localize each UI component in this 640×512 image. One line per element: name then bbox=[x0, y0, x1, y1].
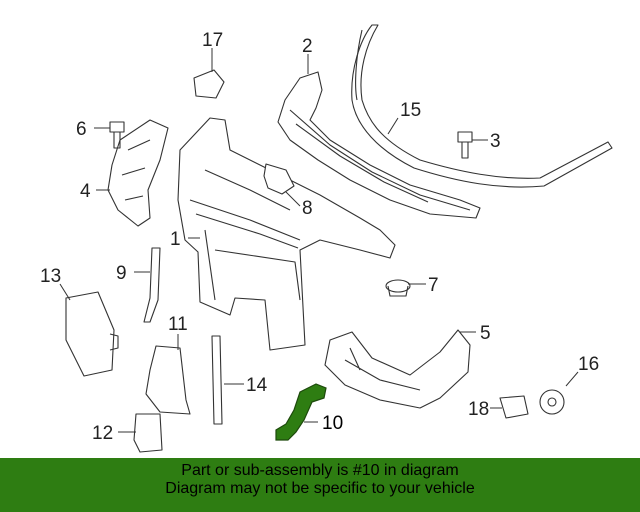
callout-16[interactable]: 16 bbox=[578, 354, 599, 375]
callout-7[interactable]: 7 bbox=[428, 275, 439, 296]
exploded-parts-diagram: 1 2 3 4 5 6 7 8 9 10 11 12 13 14 15 16 1… bbox=[40, 24, 613, 453]
part-1-radiator-support[interactable] bbox=[177, 117, 396, 351]
part-14-vertical-support[interactable] bbox=[211, 335, 223, 425]
banner-line-2: Diagram may not be specific to your vehi… bbox=[165, 480, 475, 497]
part-6-bolt[interactable] bbox=[109, 121, 125, 149]
callout-18[interactable]: 18 bbox=[468, 399, 489, 420]
part-17-mount-bracket[interactable] bbox=[193, 69, 225, 99]
highlight-info-banner: Part or sub-assembly is #10 in diagram D… bbox=[0, 458, 640, 512]
part-11-air-duct[interactable] bbox=[145, 345, 191, 415]
callout-leaders bbox=[59, 48, 579, 433]
callout-3[interactable]: 3 bbox=[490, 131, 501, 152]
callout-14[interactable]: 14 bbox=[246, 375, 268, 396]
part-4-left-bracket[interactable] bbox=[107, 119, 169, 227]
part-8-clip[interactable] bbox=[263, 163, 295, 195]
part-18-clip[interactable] bbox=[499, 395, 529, 419]
callout-8[interactable]: 8 bbox=[302, 198, 313, 219]
part-16-round-clip[interactable] bbox=[539, 389, 565, 415]
callout-17[interactable]: 17 bbox=[202, 30, 223, 51]
part-5-right-bracket[interactable] bbox=[324, 329, 471, 409]
part-13-control-module[interactable] bbox=[65, 291, 119, 377]
callout-13[interactable]: 13 bbox=[40, 266, 61, 287]
callout-4[interactable]: 4 bbox=[80, 181, 91, 202]
callout-11[interactable]: 11 bbox=[168, 314, 188, 335]
callout-9[interactable]: 9 bbox=[116, 263, 127, 284]
banner-line-1: Part or sub-assembly is #10 in diagram bbox=[181, 462, 459, 479]
callout-1[interactable]: 1 bbox=[170, 229, 181, 250]
callout-2[interactable]: 2 bbox=[302, 36, 313, 57]
part-10-highlighted-bracket[interactable] bbox=[275, 383, 327, 441]
part-9-thin-bracket[interactable] bbox=[143, 247, 161, 323]
callout-15[interactable]: 15 bbox=[400, 100, 421, 121]
part-2-upper-bracket[interactable] bbox=[277, 71, 481, 219]
callout-12[interactable]: 12 bbox=[92, 423, 113, 444]
part-3-bolt[interactable] bbox=[457, 131, 473, 159]
part-7-grommet[interactable] bbox=[385, 279, 411, 297]
callout-5[interactable]: 5 bbox=[480, 323, 491, 344]
callout-10-highlighted[interactable]: 10 bbox=[322, 413, 343, 434]
callout-6[interactable]: 6 bbox=[76, 119, 87, 140]
part-12-small-bracket[interactable] bbox=[133, 413, 163, 453]
part-15-reinforcement-bar[interactable] bbox=[351, 24, 613, 188]
